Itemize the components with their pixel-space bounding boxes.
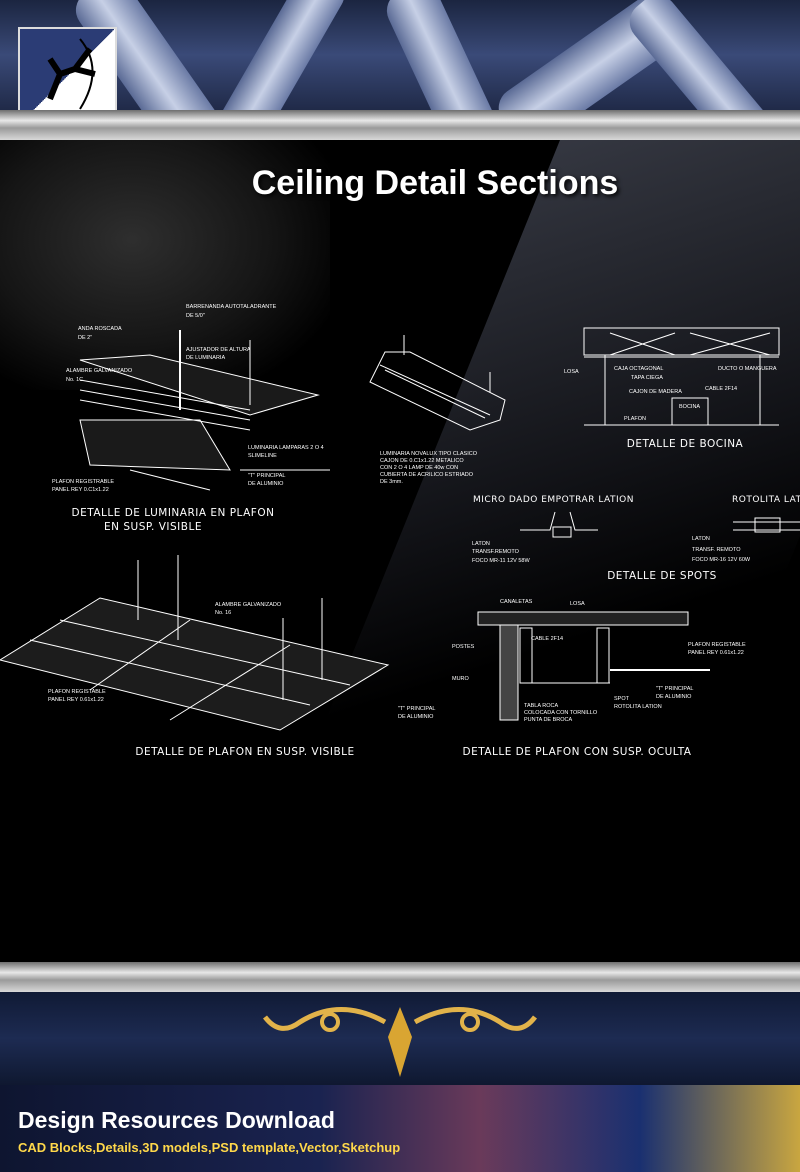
label: PLAFON REGISTABLE (48, 689, 106, 695)
label: PANEL REY 0.61x1.22 (688, 650, 744, 656)
label: POSTES (452, 644, 475, 650)
label: ANDA ROSCADA (78, 326, 122, 332)
label: PANEL REY 0.61x1.22 (48, 697, 104, 703)
footer-banner (0, 1085, 800, 1172)
label: "T" PRINCIPAL (248, 473, 285, 479)
label: TAPA CIEGA (631, 375, 663, 381)
label: TRANSF. REMOTO (692, 547, 741, 553)
caption-plafon-visible: DETALLE DE PLAFON EN SUSP. VISIBLE (135, 746, 354, 758)
gold-ornament-icon (263, 1007, 537, 1077)
archer-icon (47, 38, 96, 110)
caption-spots: DETALLE DE SPOTS (607, 570, 717, 582)
label: LOSA (570, 601, 585, 607)
silver-divider-bottom (0, 962, 800, 992)
label: DE LUMINARIA (186, 355, 225, 361)
ornament-band (0, 992, 800, 1085)
cad-drawings: BARRENANDA AUTOTALADRANTE DE 5/0" ANDA R… (0, 304, 800, 758)
drawing-plafon-visible: ALAMBRE GALVANIZADO No. 16 PLAFON REGIST… (0, 555, 435, 758)
label: CABLE 2F14 (531, 636, 563, 642)
label: LOSA (564, 369, 579, 375)
label: CON 2 O 4 LAMP DE 40w CON (380, 465, 458, 471)
label: BARRENANDA AUTOTALADRANTE (186, 304, 277, 310)
label: ALAMBRE GALVANIZADO (66, 368, 133, 374)
label: CABLE 2F14 (705, 386, 737, 392)
drawing-bocina: LOSA CAJA OCTAGONAL TAPA CIEGA DUCTO O M… (564, 327, 780, 450)
caption-luminaria-1: DETALLE DE LUMINARIA EN PLAFON (72, 507, 275, 519)
footer-subheading: CAD Blocks,Details,3D models,PSD templat… (18, 1140, 401, 1155)
label: PLAFON REGISTABLE (688, 642, 746, 648)
label: ROTOLITA LATION (614, 704, 662, 710)
spot-left-title: MICRO DADO EMPOTRAR LATION (473, 495, 634, 505)
label: FOCO MR-16 12V 60W (692, 557, 751, 563)
silver-divider-top (0, 110, 800, 140)
drawing-plafon-oculta: CANALETAS LOSA CABLE 2F14 POSTES MURO PL… (452, 599, 746, 758)
footer-heading: Design Resources Download (18, 1107, 335, 1133)
label: DE 2" (78, 335, 92, 341)
caption-plafon-oculta: DETALLE DE PLAFON CON SUSP. OCULTA (463, 746, 692, 758)
main-panel: Ceiling Detail Sections BARRENANDA AUTOT… (0, 140, 800, 962)
label: CAJA OCTAGONAL (614, 366, 663, 372)
label: CAJON DE MADERA (629, 389, 682, 395)
label: DE ALUMINIO (398, 714, 434, 720)
label: CAJON DE 0.C1x1.22 METALICO (380, 458, 464, 464)
label: TRANSF.REMOTO (472, 549, 520, 555)
label: MURO (452, 676, 470, 682)
label: CANALETAS (500, 599, 533, 605)
caption-bocina: DETALLE DE BOCINA (627, 438, 744, 450)
label: DE ALUMINIO (248, 481, 284, 487)
label: SPOT (614, 696, 630, 702)
label: COLOCADA CON TORNILLO (524, 710, 598, 716)
label: "T" PRINCIPAL (656, 686, 693, 692)
spot-right-title: ROTOLITA LATION (732, 495, 800, 505)
label: ALAMBRE GALVANIZADO (215, 602, 282, 608)
label: DE 5/0" (186, 313, 205, 319)
damask-pattern (0, 140, 330, 390)
label: PUNTA DE BROCA (524, 717, 573, 723)
label: SLIMELINE (248, 453, 277, 459)
drawing-spots: MICRO DADO EMPOTRAR LATION ROTOLITA LATI… (472, 495, 800, 582)
page-title: Ceiling Detail Sections (251, 164, 619, 202)
label: LATON (692, 536, 710, 542)
label: DE ALUMINIO (656, 694, 692, 700)
label: DE 3mm. (380, 479, 403, 485)
label: DUCTO O MANGUERA (718, 366, 777, 372)
label: BOCINA (679, 404, 700, 410)
label: LUMINARIA NOVALUX TIPO CLASICO (380, 451, 478, 457)
label: LUMINARIA LAMPARAS 2 O 4 (248, 445, 324, 451)
label: PANEL REY 0.C1x1.22 (52, 487, 109, 493)
label: PLAFON REGISTRABLE (52, 479, 114, 485)
label: "T" PRINCIPAL (398, 706, 435, 712)
label: PLAFON (624, 416, 646, 422)
header-banner (0, 0, 800, 110)
drawing-novalux: LUMINARIA NOVALUX TIPO CLASICO CAJON DE … (369, 335, 506, 485)
label: CUBIERTA DE ACRILICO ESTRIADO (380, 472, 474, 478)
label: No. 1C (66, 377, 83, 383)
archer-logo (18, 27, 117, 125)
caption-luminaria-2: EN SUSP. VISIBLE (104, 521, 202, 533)
label: AJUSTADOR DE ALTURA (186, 347, 251, 353)
label: LATON (472, 541, 490, 547)
drawing-luminaria: BARRENANDA AUTOTALADRANTE DE 5/0" ANDA R… (52, 304, 330, 533)
label: FOCO MR-11 12V 58W (472, 558, 530, 564)
label: TABLA ROCA (524, 703, 558, 709)
label: No. 16 (215, 610, 231, 616)
